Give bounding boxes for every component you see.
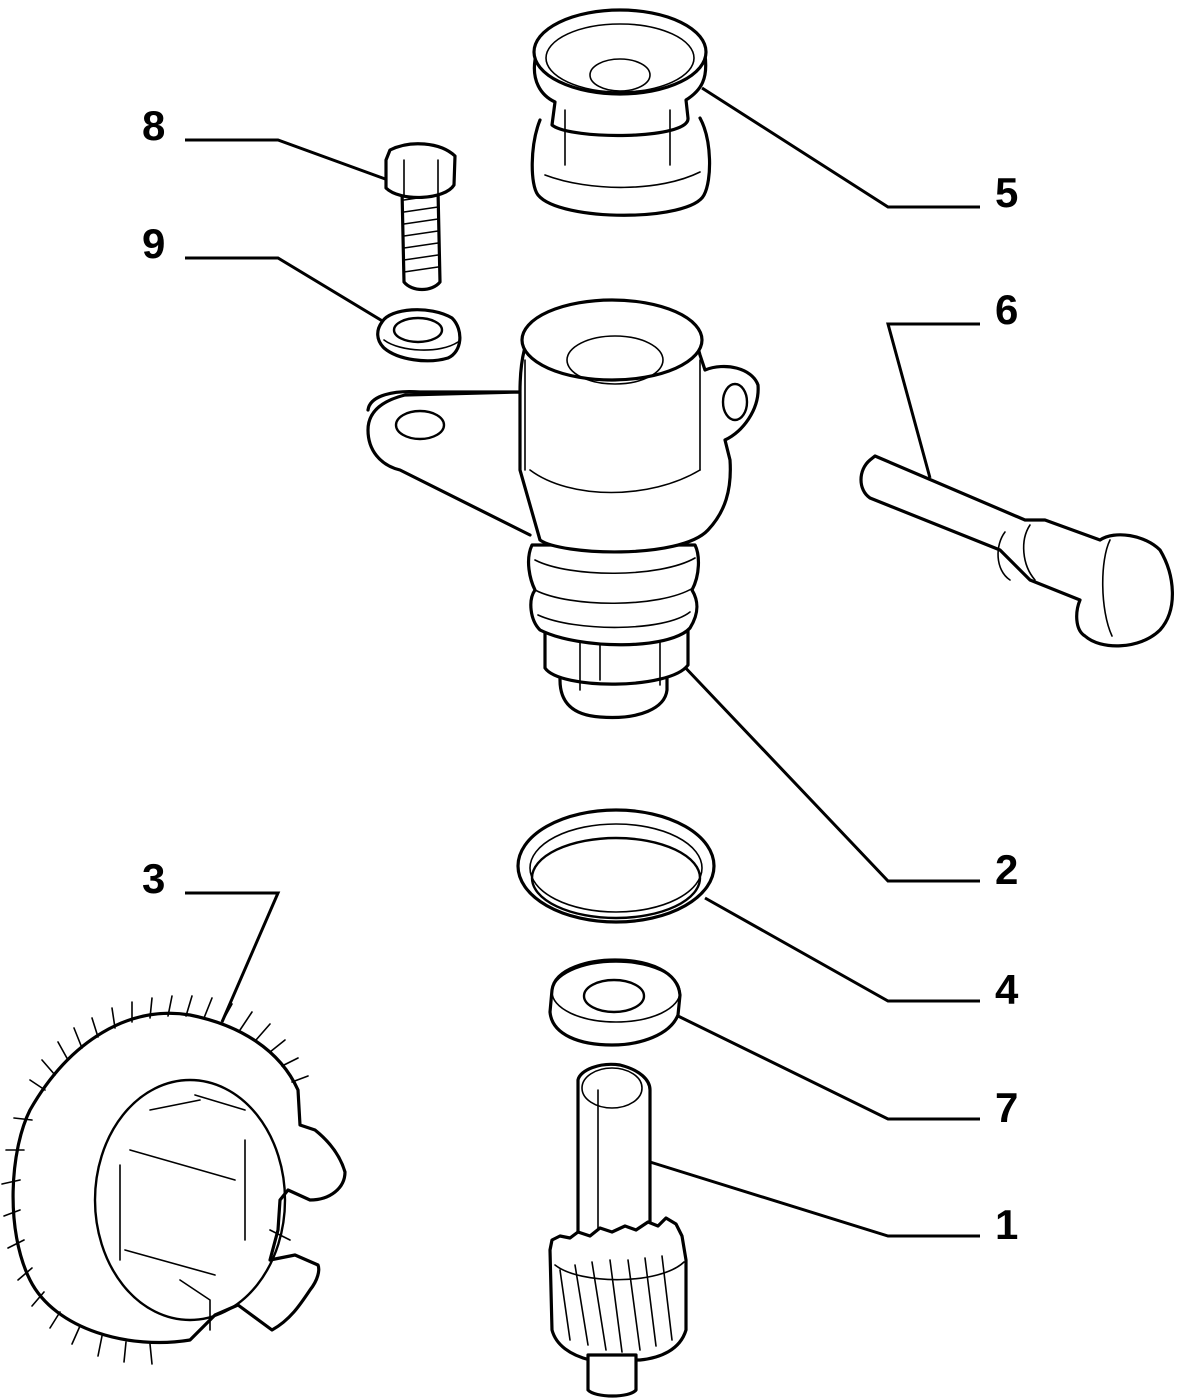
part-8-bolt	[384, 142, 457, 292]
part-9-washer-plate	[376, 308, 462, 363]
part-1-drive-gear	[548, 1062, 688, 1398]
part-4-o-ring	[516, 808, 716, 924]
callout-label-8: 8	[142, 102, 165, 149]
leader-line-2	[678, 660, 980, 883]
callout-label-1: 1	[995, 1201, 1018, 1248]
leader-line-7	[677, 1014, 980, 1121]
leader-line-8	[185, 138, 389, 182]
leader-line-6	[886, 322, 980, 479]
leader-line-3	[185, 891, 281, 1023]
callout-label-4: 4	[995, 966, 1019, 1013]
leader-line-4	[704, 896, 980, 1003]
callout-label-7: 7	[995, 1084, 1018, 1131]
part-7-washer	[548, 958, 682, 1047]
part-2-housing	[366, 298, 760, 720]
leader-line-1	[649, 1160, 980, 1238]
leader-line-5	[701, 86, 980, 209]
part-6-pin	[859, 454, 1174, 648]
callout-label-2: 2	[995, 846, 1018, 893]
callout-label-5: 5	[995, 169, 1018, 216]
part-3-large-gear	[1, 995, 347, 1365]
leader-line-9	[185, 256, 385, 324]
callout-label-6: 6	[995, 286, 1018, 333]
callout-label-3: 3	[142, 855, 165, 902]
part-5-cap	[530, 8, 712, 217]
leader-lines	[185, 86, 980, 1238]
callout-label-9: 9	[142, 220, 165, 267]
